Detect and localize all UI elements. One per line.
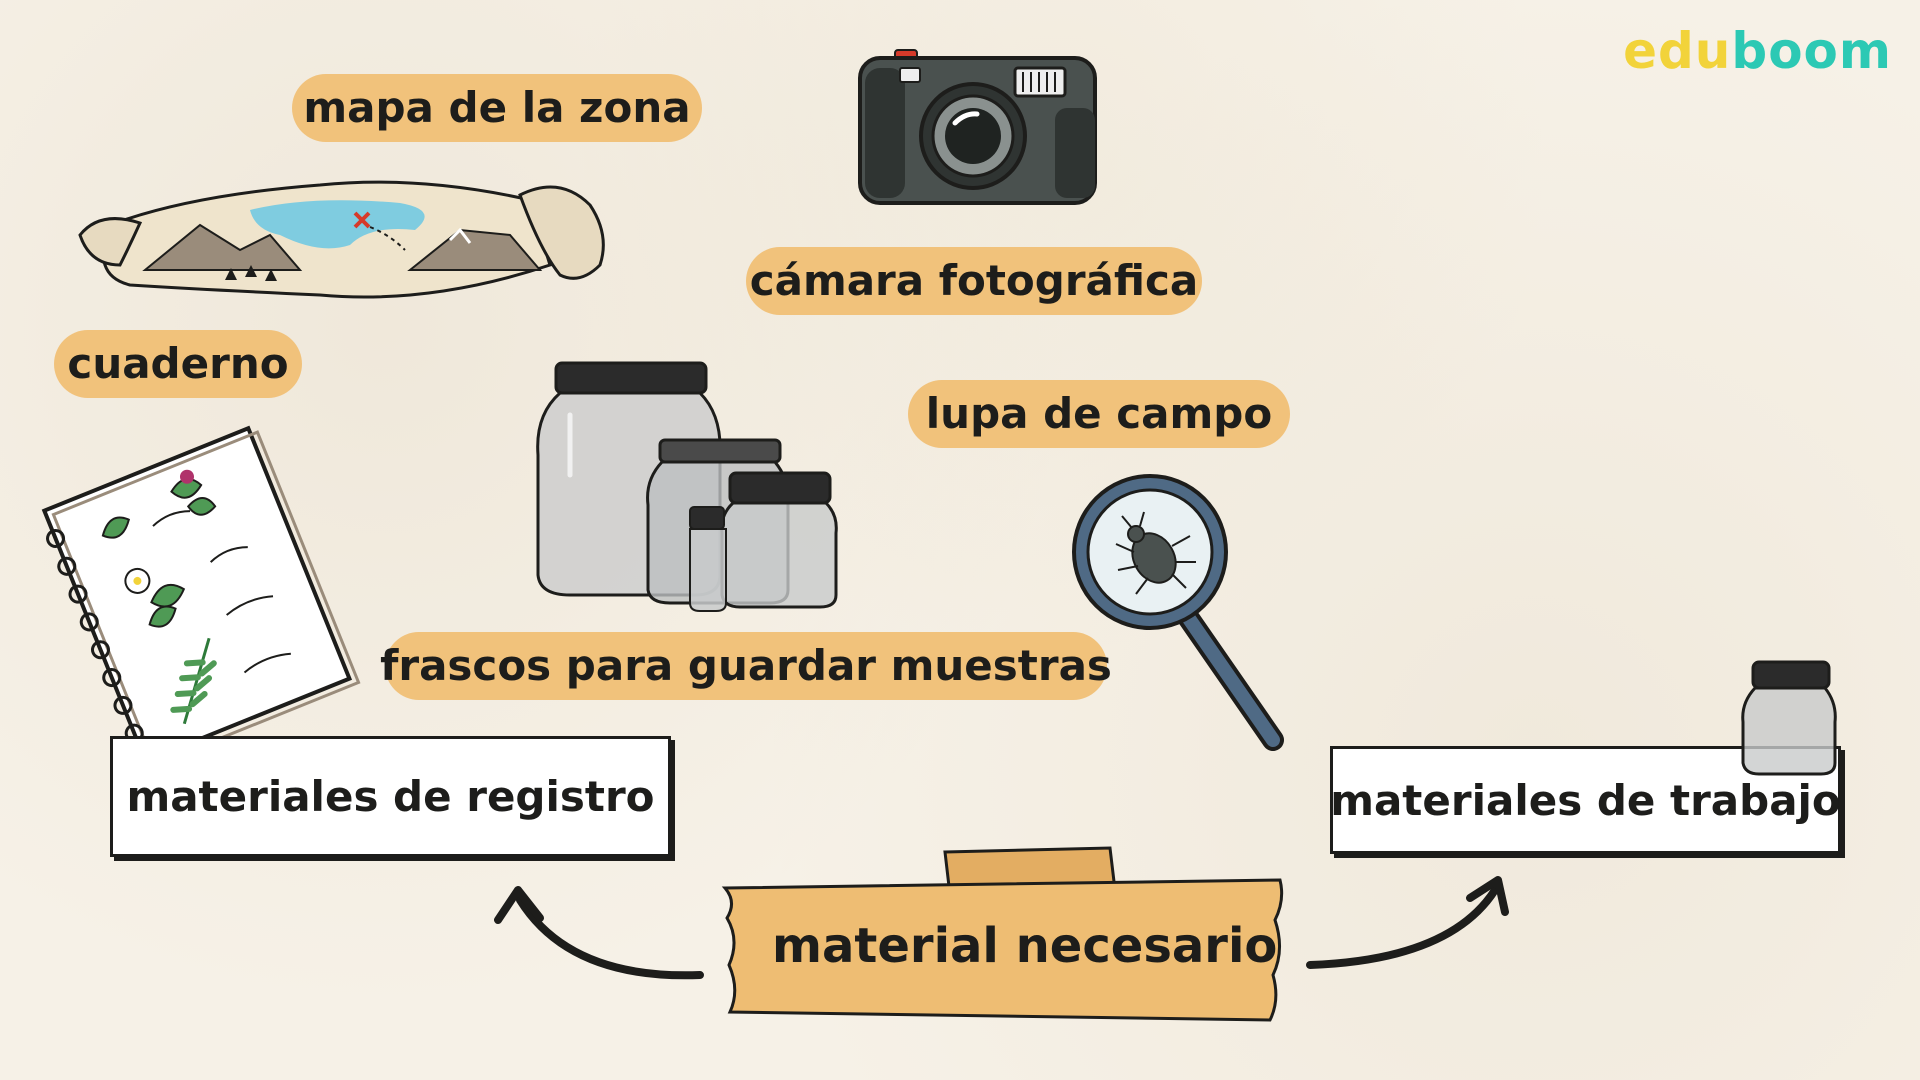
small-jar-icon (1741, 660, 1837, 776)
notebook-icon (41, 425, 361, 767)
jars-label: frascos para guardar muestras (380, 632, 1112, 700)
recording-materials-box: materiales de registro (110, 736, 671, 857)
map-label: mapa de la zona (292, 74, 702, 142)
notebook-label: cuaderno (54, 330, 302, 398)
central-banner (721, 846, 1284, 1022)
camera-label: cámara fotográfica (746, 247, 1202, 315)
magnifier-icon (1072, 474, 1284, 751)
map-icon (78, 180, 605, 299)
camera-icon (858, 49, 1097, 205)
arrow-to-work (1306, 876, 1509, 969)
eduboom-logo: eduboom (1623, 22, 1892, 80)
central-label: material necesario (772, 918, 1278, 974)
magnifier-label: lupa de campo (908, 380, 1290, 448)
arrow-to-recording (494, 886, 704, 980)
jars-icon (536, 361, 838, 612)
